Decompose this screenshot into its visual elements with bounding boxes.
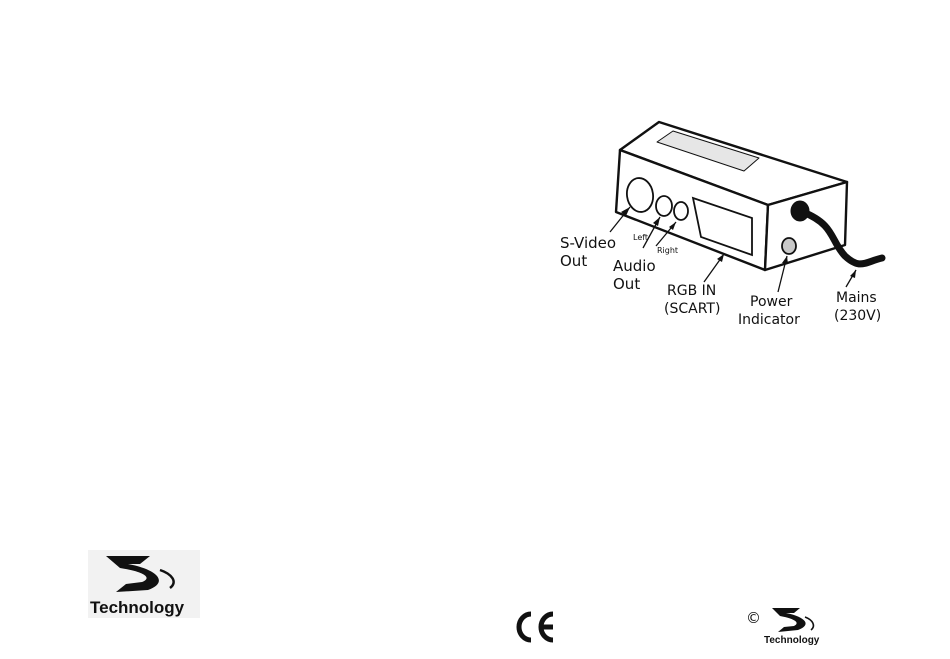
- label-svideo-out: Out: [560, 252, 587, 270]
- copyright-logo: © Technology: [746, 608, 820, 646]
- logo-text: Technology: [90, 598, 185, 617]
- label-left: Left: [633, 233, 648, 242]
- ce-mark: [519, 614, 553, 640]
- label-indicator: Indicator: [738, 312, 800, 328]
- label-audio: Audio: [613, 257, 656, 275]
- label-svideo: S-Video: [560, 234, 616, 252]
- label-rgb-in: RGB IN: [667, 283, 716, 299]
- audio-right-port: [674, 202, 688, 220]
- label-audio-out: Out: [613, 275, 640, 293]
- copyright-text: Technology: [764, 635, 820, 646]
- copyright-symbol: ©: [746, 609, 761, 627]
- label-power: Power: [750, 294, 793, 310]
- power-indicator-led: [782, 238, 796, 254]
- label-mains: Mains: [836, 290, 877, 306]
- label-right: Right: [657, 246, 678, 255]
- label-scart: (SCART): [664, 301, 720, 317]
- copyright-s-glyph: [772, 608, 806, 632]
- label-230v: (230V): [834, 308, 881, 324]
- s-technology-logo: Technology: [88, 550, 200, 618]
- ce-c: [519, 614, 531, 640]
- audio-left-port: [656, 196, 672, 216]
- cable-grommet: [791, 201, 809, 221]
